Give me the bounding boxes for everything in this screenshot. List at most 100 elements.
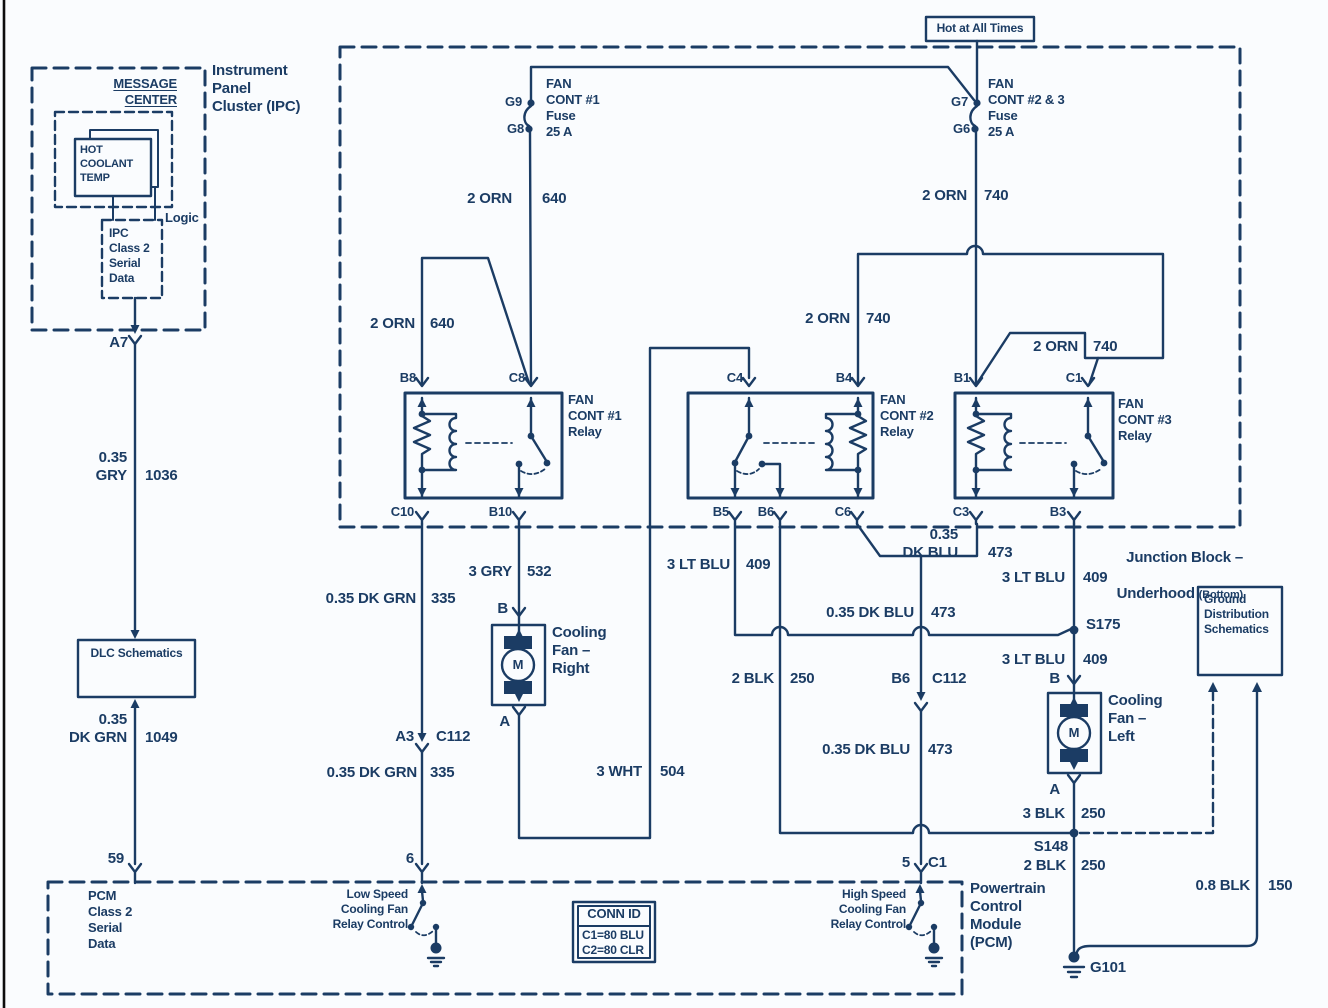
- junction-block-box: [338, 45, 1242, 529]
- connector-c112-mid: C112: [932, 670, 967, 687]
- pin-c10: C10: [390, 504, 414, 519]
- wire-orn740-c1: 2 ORN: [1033, 338, 1078, 355]
- wire-ltblu409-b5: 3 LT BLU: [666, 556, 730, 573]
- wire-dkgrn-circuit: 1049: [145, 729, 178, 746]
- pcm-serial-label: PCM Class 2 Serial Data: [88, 888, 133, 951]
- conn-id-box: [571, 900, 657, 964]
- ipc-title: Instrument Panel Cluster (IPC): [212, 62, 301, 115]
- pcm-box: [46, 880, 964, 996]
- ground-dist-label: Ground Distribution Schematics: [1204, 592, 1269, 636]
- fan-left-motor-m: M: [1068, 725, 1080, 740]
- pcm-high-speed-label: High Speed Cooling Fan Relay Control: [830, 887, 907, 931]
- message-center-label: MESSAGE CENTER: [113, 76, 177, 107]
- conn-id-title: CONN ID: [587, 906, 641, 921]
- arrow-down-icon: [130, 325, 140, 334]
- fan-cont1-relay-box: [403, 391, 564, 500]
- fuse2-label: FAN CONT #2 & 3 Fuse 25 A: [988, 76, 1065, 139]
- terminal-5-conn: C1: [928, 854, 947, 871]
- ipc-internals: [73, 129, 159, 346]
- pin-c8: C8: [508, 370, 525, 385]
- connector-c112-left: C112: [436, 728, 471, 745]
- cooling-fan-right-box: [490, 623, 547, 707]
- pin-c6: C6: [834, 504, 851, 519]
- relay1-internals: [412, 396, 551, 499]
- coil-icon: [420, 412, 458, 472]
- wire-gry-gauge: 0.35 GRY: [95, 449, 128, 484]
- relay3-name: FAN CONT #3 Relay: [1118, 396, 1172, 443]
- wire-gry-circuit: 1036: [145, 467, 178, 484]
- junction-block-label: Junction Block – Underhood (Bottom): [1040, 531, 1244, 622]
- ground-g101-label: G101: [1090, 959, 1126, 976]
- hot-at-all-times-label: Hot at All Times: [936, 21, 1024, 35]
- terminal-a7: A7: [109, 334, 128, 351]
- ipc-serial-label: IPC Class 2 Serial Data: [109, 226, 150, 285]
- fan-right-label: Cooling Fan – Right: [552, 624, 607, 677]
- wire-dkgrn335-upper-ckt: 335: [431, 590, 456, 607]
- wire-dkblu473-lower-ckt: 473: [928, 741, 953, 758]
- cooling-fan-left-box: [1046, 691, 1103, 775]
- ground-icon: [928, 942, 940, 954]
- wire-gry532-ckt: 532: [527, 563, 552, 580]
- wire-gry532: 3 GRY: [468, 563, 513, 580]
- connector-a3: A3: [395, 728, 414, 745]
- pin-b8: B8: [399, 370, 416, 385]
- right-fan-wires: [490, 346, 751, 840]
- resistor-icon: [412, 414, 432, 472]
- pin-c3: C3: [952, 504, 969, 519]
- wire-blk250-g101: 2 BLK: [1023, 857, 1067, 874]
- wire-dkblu473-lower: 0.35 DK BLU: [822, 741, 910, 758]
- switch-arm: [733, 434, 751, 464]
- motor-icon: [500, 647, 536, 683]
- pcm-title: Powertrain Control Module (PCM): [970, 880, 1046, 951]
- relay2-internals: [730, 396, 868, 499]
- pin-b4: B4: [835, 370, 852, 385]
- conn-id-c1: C1=80 BLU: [582, 928, 644, 942]
- fan-right-terminal-a: A: [499, 713, 510, 730]
- pin-c4: C4: [726, 370, 743, 385]
- resistor-icon: [848, 414, 868, 472]
- wire-dkblu473-mid-ckt: 473: [931, 604, 956, 621]
- fuse1-label: FAN CONT #1 Fuse 25 A: [546, 76, 600, 139]
- wire-orn740-fuse-ckt: 740: [984, 187, 1009, 204]
- fan-right-terminal-b: B: [497, 600, 508, 617]
- power-feed: [420, 15, 1165, 387]
- motor-icon: [1056, 715, 1092, 751]
- logic-label: Logic: [165, 210, 199, 225]
- lt-blu-409-wire: [733, 522, 1073, 637]
- pin-c1: C1: [1065, 370, 1082, 385]
- wire-dkgrn335-lower-ckt: 335: [430, 764, 455, 781]
- high-speed-control-wire: [855, 522, 979, 885]
- switch-arm: [1086, 434, 1106, 464]
- ground-dist-box: [1196, 585, 1284, 677]
- wire-blk250-b6-ckt: 250: [790, 670, 815, 687]
- blk-150-wire: [1074, 688, 1259, 957]
- arrow-up-icon: [1208, 682, 1218, 692]
- fan-left-terminal-b: B: [1049, 670, 1060, 687]
- fan-cont3-relay-box: [953, 391, 1115, 500]
- relay2-name: FAN CONT #2 Relay: [880, 392, 934, 439]
- wire-dkblu473-mid: 0.35 DK BLU: [826, 604, 914, 621]
- junction-block-line2: Underhood (Bottom): [1116, 585, 1244, 602]
- resistor-icon: [966, 414, 986, 472]
- ipc-box: [30, 66, 207, 332]
- fan-right-motor-m: M: [512, 657, 524, 672]
- terminal-5: 5: [901, 854, 910, 871]
- fuse1-pin-g9: G9: [505, 94, 522, 109]
- fuse1-pin-g8: G8: [507, 121, 524, 136]
- left-serial-path: [76, 342, 197, 885]
- wire-dkgrn335-upper: 0.35 DK GRN: [325, 590, 417, 607]
- fan-left-terminal-a: A: [1049, 781, 1060, 798]
- wire-orn740-b4: 2 ORN: [805, 310, 850, 327]
- wire-ltblu409-upper: 3 LT BLU: [1001, 569, 1065, 586]
- pin-b5: B5: [712, 504, 729, 519]
- pcm-low-speed-label: Low Speed Cooling Fan Relay Control: [332, 887, 409, 931]
- switch-arm: [410, 901, 425, 927]
- splice-s175-label: S175: [1086, 616, 1121, 633]
- wire-orn740-c1-ckt: 740: [1093, 338, 1118, 355]
- fuse-icon: [523, 104, 533, 128]
- fuse-icon: [969, 104, 979, 128]
- wire-ltblu409-upper-ckt: 409: [1083, 569, 1108, 586]
- wire-wht504-ckt: 504: [660, 763, 685, 780]
- pcm-internals: [407, 884, 944, 968]
